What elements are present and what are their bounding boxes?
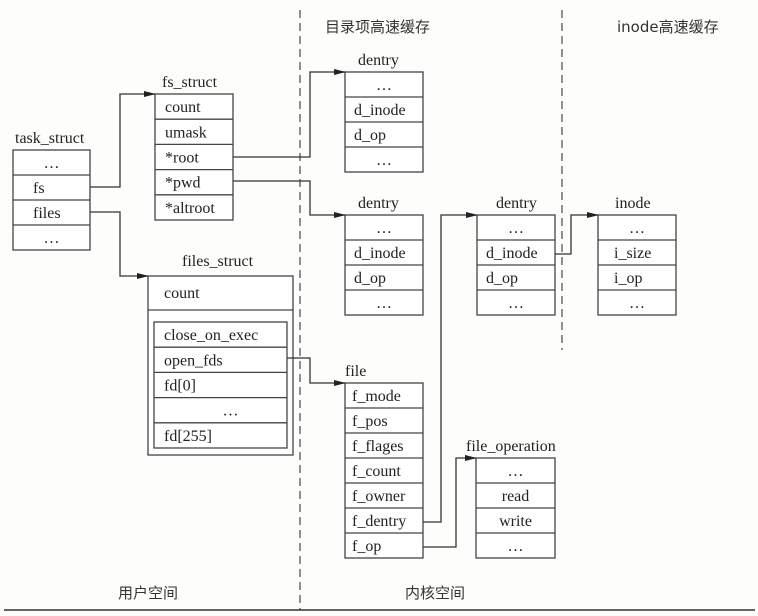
struct-title: dentry xyxy=(358,52,399,69)
struct-title: dentry xyxy=(358,195,399,212)
field-ellipsis: … xyxy=(508,295,524,312)
field-d-op: d_op xyxy=(486,270,518,287)
inode-struct: inode … i_size i_op … xyxy=(597,195,677,316)
field-d-op: d_op xyxy=(354,270,386,287)
field-read: read xyxy=(502,488,530,505)
arrow-root-to-dentry xyxy=(233,69,346,158)
field-ellipsis: … xyxy=(376,152,392,169)
arrow-d-inode-to-inode xyxy=(555,212,599,255)
field-i-op: i_op xyxy=(614,270,642,287)
field-d-inode: d_inode xyxy=(354,102,406,119)
field-d-inode: d_inode xyxy=(354,245,406,262)
field-files: files xyxy=(33,205,61,222)
dentry-file-struct: dentry … d_inode d_op … xyxy=(476,195,556,316)
field-open-fds: open_fds xyxy=(164,352,223,369)
user-space-label: 用户空间 xyxy=(118,584,178,602)
arrow-open-fds-to-file xyxy=(287,357,346,386)
field-ellipsis: … xyxy=(629,220,645,237)
arrow-f-dentry-to-dentry xyxy=(423,212,478,523)
dentry-pwd-struct: dentry … d_inode d_op … xyxy=(344,195,424,316)
field-f-flages: f_flages xyxy=(352,438,404,455)
struct-title: task_struct xyxy=(15,130,85,147)
struct-title: file_operation xyxy=(466,438,556,455)
field-fs: fs xyxy=(33,180,45,197)
field-ellipsis: … xyxy=(629,295,645,312)
field-ellipsis: … xyxy=(223,403,239,420)
struct-box xyxy=(154,93,234,221)
field-ellipsis: … xyxy=(376,77,392,94)
field-count: count xyxy=(164,285,200,302)
connector-layer xyxy=(90,69,599,548)
field-fd-255: fd[255] xyxy=(164,428,212,445)
field-umask: umask xyxy=(165,124,207,141)
field-ellipsis: … xyxy=(508,463,524,480)
field-i-size: i_size xyxy=(614,245,651,262)
field-count: count xyxy=(165,99,201,116)
field-f-owner: f_owner xyxy=(352,488,406,505)
arrow-fs-to-fs-struct xyxy=(90,91,156,188)
field-altroot: *altroot xyxy=(165,200,215,217)
field-ellipsis: … xyxy=(44,155,60,172)
field-fd-0: fd[0] xyxy=(164,378,196,395)
fd-array-box xyxy=(153,321,288,449)
field-f-count: f_count xyxy=(352,463,401,480)
struct-title: files_struct xyxy=(182,253,254,270)
arrow-files-to-files-struct xyxy=(90,211,149,279)
field-ellipsis: … xyxy=(376,295,392,312)
file-struct: file f_mode f_pos f_flages f_count f_owner f_d… xyxy=(344,363,424,559)
field-f-op: f_op xyxy=(352,538,381,555)
field-ellipsis: … xyxy=(44,230,60,247)
field-close-on-exec: close_on_exec xyxy=(164,327,258,344)
field-ellipsis: … xyxy=(376,220,392,237)
dcache-region-title: 目录项高速缓存 xyxy=(325,18,430,36)
field-write: write xyxy=(499,513,532,530)
field-root: *root xyxy=(165,150,199,167)
field-ellipsis: … xyxy=(508,538,524,555)
struct-title: fs_struct xyxy=(162,74,218,91)
field-ellipsis: … xyxy=(508,220,524,237)
icache-region-title: inode高速缓存 xyxy=(617,18,719,36)
task-struct-struct: task_struct … fs files … xyxy=(12,130,91,251)
struct-title: dentry xyxy=(496,195,537,212)
struct-box xyxy=(344,382,424,559)
field-pwd: *pwd xyxy=(165,175,201,192)
field-f-mode: f_mode xyxy=(352,388,401,405)
field-f-pos: f_pos xyxy=(352,413,388,430)
field-f-dentry: f_dentry xyxy=(352,513,406,530)
struct-title: inode xyxy=(615,195,651,212)
file-operation-struct: file_operation … read write … xyxy=(466,438,556,559)
arrow-pwd-to-dentry xyxy=(233,180,346,218)
kernel-space-label: 内核空间 xyxy=(405,584,465,602)
field-d-op: d_op xyxy=(354,127,386,144)
field-d-inode: d_inode xyxy=(486,245,538,262)
arrow-f-op-to-file-operation xyxy=(423,455,477,548)
dentry-root-struct: dentry … d_inode d_op … xyxy=(344,52,424,173)
struct-title: file xyxy=(345,363,366,380)
